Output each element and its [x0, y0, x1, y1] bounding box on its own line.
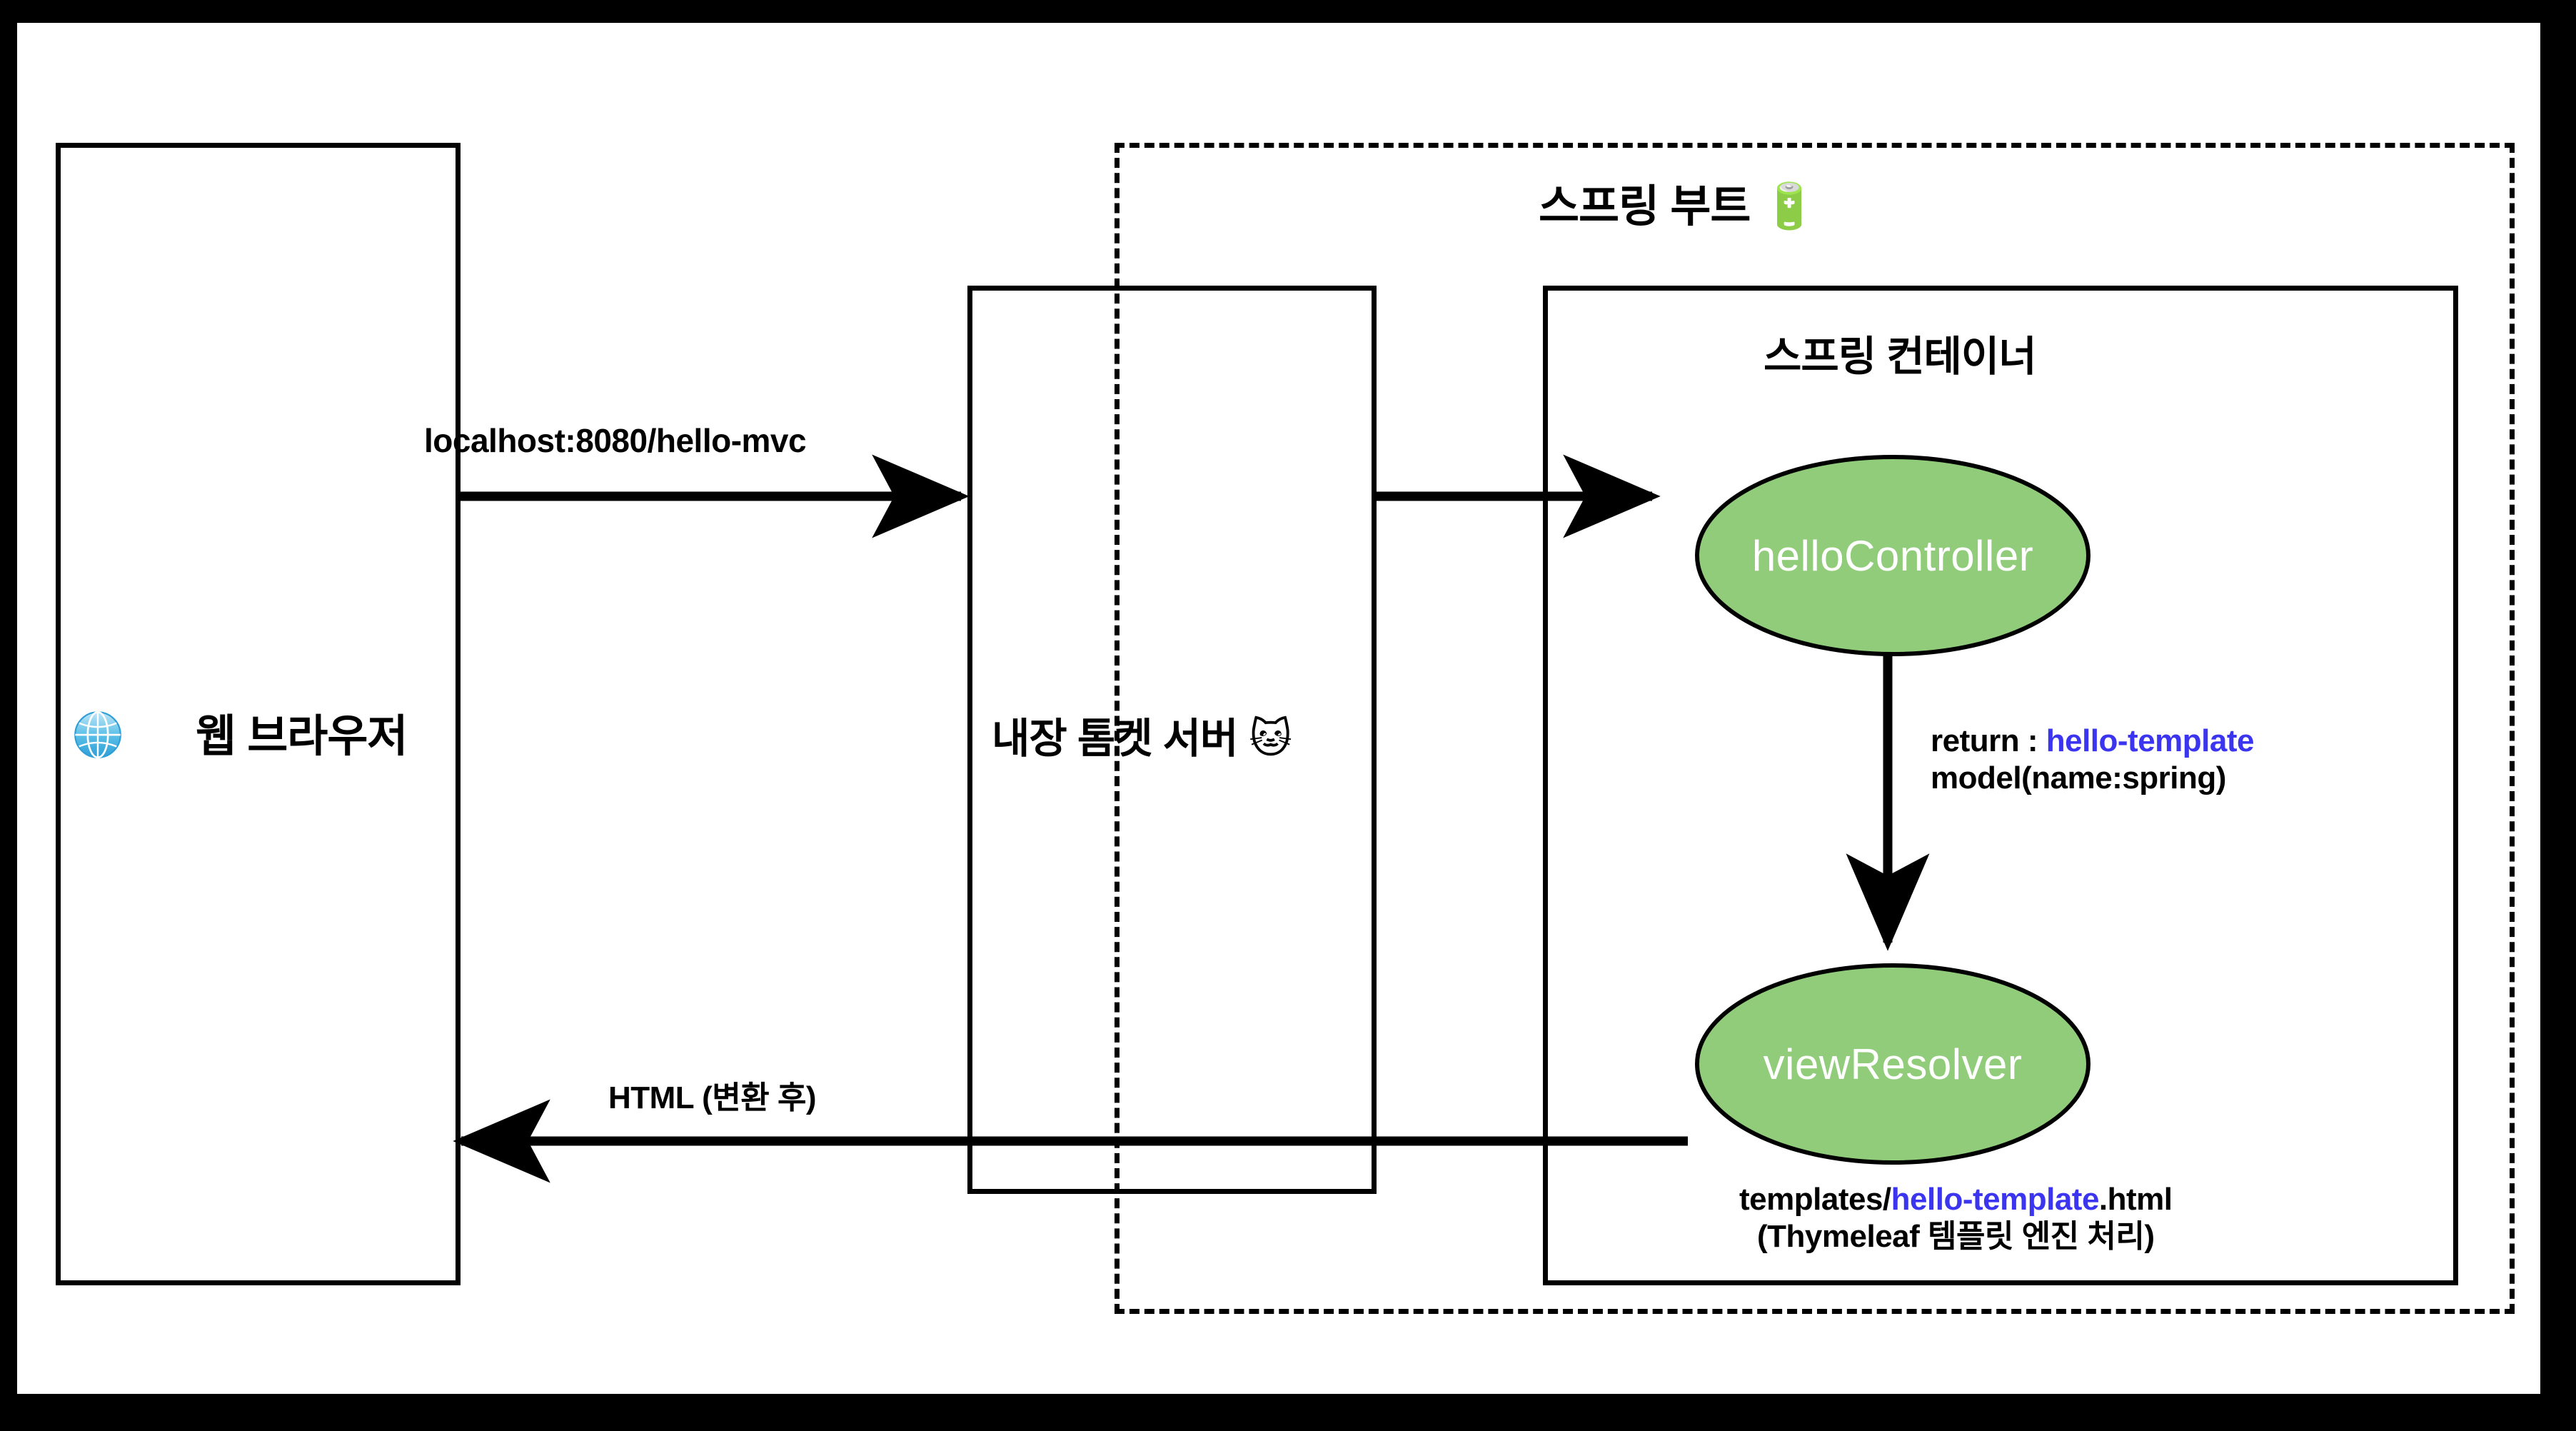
spring-container-box [1543, 286, 2458, 1285]
spring-boot-title: 스프링 부트🔋 [1539, 180, 1817, 233]
template-file-name: hello-template [1891, 1182, 2100, 1217]
spring-boot-region [1115, 143, 2515, 1314]
controller-return-label: return : hello-template model(name:sprin… [1931, 723, 2255, 797]
return-keyword: return : [1931, 723, 2046, 758]
template-path-label: templates/hello-template.html (Thymeleaf… [1739, 1181, 2173, 1255]
template-engine-note: (Thymeleaf 템플릿 엔진 처리) [1757, 1218, 2155, 1254]
response-html-label: HTML (변환 후) [608, 1080, 817, 1115]
spring-container-title: 스프링 컨테이너 [1764, 333, 2037, 380]
view-resolver-node[interactable]: viewResolver [1694, 963, 2091, 1165]
template-path-line: templates/hello-template.html [1739, 1181, 2173, 1218]
request-url-label: localhost:8080/hello-mvc [424, 422, 807, 459]
tomcat-server-box [967, 286, 1377, 1194]
spring-boot-title-text: 스프링 부트 [1539, 182, 1751, 231]
controller-return-line-1: return : hello-template [1931, 723, 2255, 760]
battery-icon: 🔋 [1761, 180, 1816, 232]
controller-return-line-2: model(name:spring) [1931, 760, 2226, 795]
template-file-ext: .html [2098, 1182, 2173, 1217]
template-dir: templates/ [1739, 1182, 1891, 1217]
hello-controller-label: helloController [1751, 532, 2034, 580]
hello-controller-node[interactable]: helloController [1694, 454, 2091, 657]
web-browser-label: 웹 브라우저 [196, 712, 408, 761]
tomcat-server-label-text: 내장 톰켓 서버 [992, 716, 1238, 762]
diagram-canvas: 스프링 부트🔋 스프링 컨테이너 웹 브라우저 내장 톰켓 서버🐱 [17, 23, 2540, 1394]
return-template-name: hello-template [2046, 723, 2255, 758]
cat-icon: 🐱 [1249, 714, 1292, 763]
tomcat-server-label: 내장 톰켓 서버🐱 [992, 714, 1292, 763]
view-resolver-label: viewResolver [1763, 1040, 2023, 1088]
web-browser-box [56, 143, 461, 1285]
globe-icon [73, 710, 123, 763]
